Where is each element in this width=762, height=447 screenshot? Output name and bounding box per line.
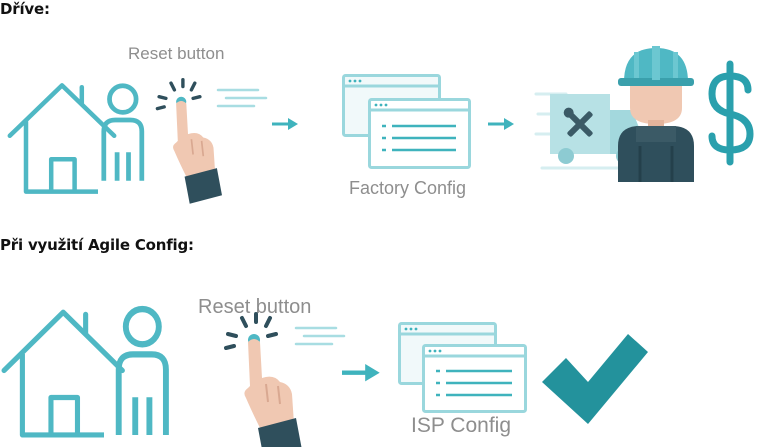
- arrow-right-icon: [270, 116, 300, 132]
- technician-icon: [618, 46, 694, 182]
- pressing-hand-icon: [155, 77, 224, 206]
- house-icon: [10, 85, 114, 191]
- checkmark-icon: [542, 334, 648, 424]
- arrow-right-icon: [342, 364, 380, 381]
- reset-label-2: Reset button: [198, 296, 312, 318]
- pressing-hand-icon: [224, 312, 304, 447]
- person-icon: [119, 309, 166, 435]
- speed-lines: [294, 326, 346, 346]
- factory-config-label: Factory Config: [349, 178, 467, 198]
- before-heading: Dříve:: [0, 0, 50, 18]
- speed-lines: [216, 88, 268, 108]
- isp-config-label: ISP Config: [411, 414, 512, 437]
- config-window-icon: [398, 322, 527, 413]
- dollar-icon: [708, 60, 754, 166]
- house-icon: [4, 312, 122, 435]
- arrow-right-icon: [486, 116, 516, 132]
- config-window-icon: [342, 74, 471, 169]
- reset-label-1: Reset button: [128, 44, 225, 63]
- agile-heading: Při využití Agile Config:: [0, 236, 194, 254]
